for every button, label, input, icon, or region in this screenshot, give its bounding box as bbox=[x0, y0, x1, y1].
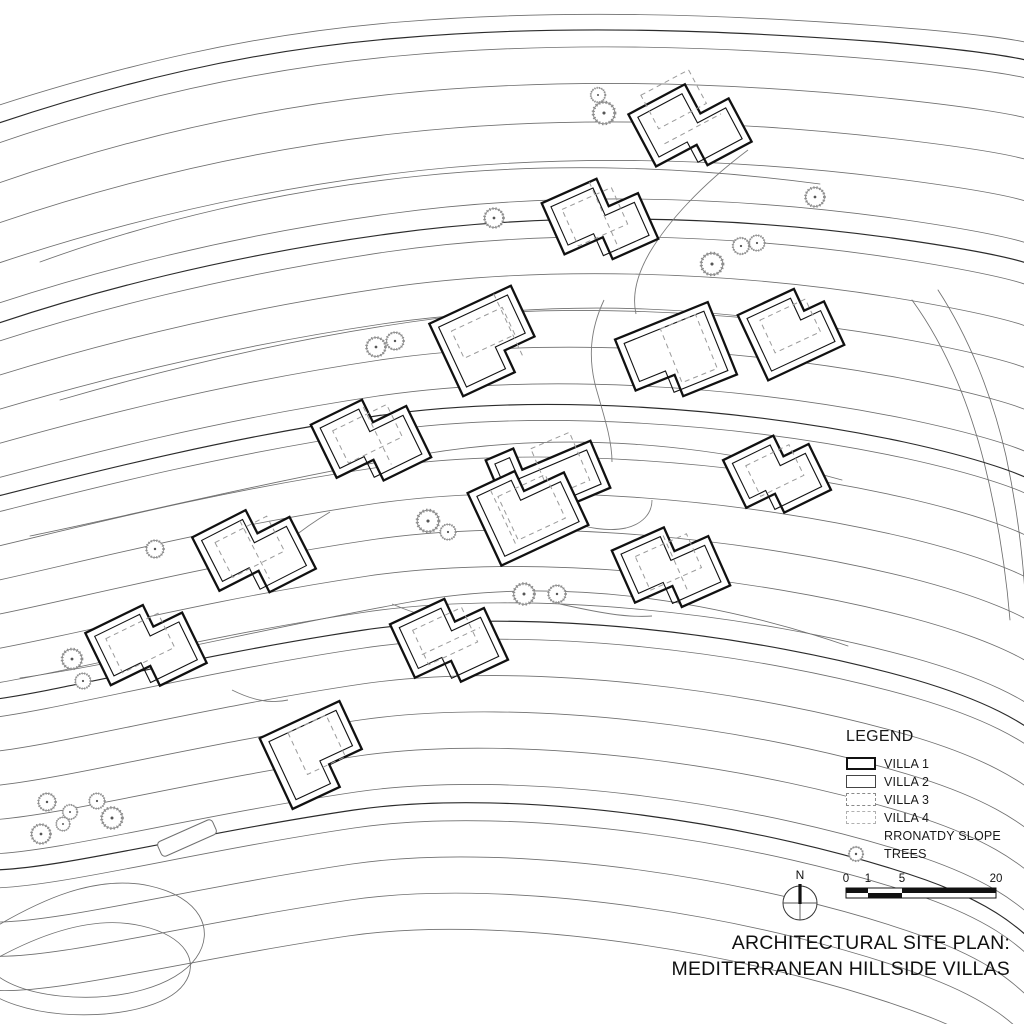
legend-item-villa-1[interactable]: VILLA 1 bbox=[846, 755, 1024, 772]
villa-footprint bbox=[540, 177, 660, 261]
villa-footprint bbox=[626, 69, 754, 168]
villa-footprint bbox=[466, 469, 590, 568]
villa-footprint bbox=[388, 597, 510, 684]
villa-2-swatch-icon bbox=[846, 775, 876, 788]
legend-item-villa-3[interactable]: VILLA 3 bbox=[846, 791, 1024, 808]
villa-4-swatch-icon bbox=[846, 811, 876, 824]
index-contour-lines bbox=[0, 29, 1024, 935]
villa-footprint bbox=[190, 508, 318, 594]
villa-footprint bbox=[309, 398, 433, 483]
legend-item-villa-2[interactable]: VILLA 2 bbox=[846, 773, 1024, 790]
scale-bar: 0 1 5 20 bbox=[843, 873, 1003, 899]
legend-item-label: VILLA 3 bbox=[884, 792, 930, 807]
terrace-pad bbox=[157, 819, 217, 857]
villa-footprint bbox=[610, 525, 732, 609]
scale-tick-label: 20 bbox=[990, 873, 1003, 885]
legend-item-label: VILLA 4 bbox=[884, 810, 930, 825]
north-and-scale: N 0 1 5 20 bbox=[778, 866, 1018, 929]
scale-tick-label: 0 bbox=[843, 873, 849, 885]
legend-item-label: RRONATDY SLOPE bbox=[884, 828, 1001, 843]
legend-item-slope[interactable]: RRONATDY SLOPE bbox=[846, 827, 1024, 844]
slope-swatch-icon bbox=[846, 829, 876, 842]
villa-3-swatch-icon bbox=[846, 793, 876, 806]
legend-item-trees[interactable]: TREES bbox=[846, 845, 1024, 862]
villa-footprints bbox=[83, 69, 846, 811]
north-label: N bbox=[796, 868, 805, 882]
villa-footprint bbox=[83, 603, 209, 688]
title-line-2: MEDITERRANEAN HILLSIDE VILLAS bbox=[671, 958, 1010, 980]
villa-footprint bbox=[427, 284, 537, 398]
villa-footprint bbox=[736, 287, 846, 382]
villa-footprint bbox=[258, 699, 364, 811]
legend-item-label: VILLA 1 bbox=[884, 756, 930, 771]
title-block: ARCHITECTURAL SITE PLAN: MEDITERRANEAN H… bbox=[672, 930, 1010, 982]
villa-1-swatch-icon bbox=[846, 757, 876, 770]
villa-footprint bbox=[613, 300, 739, 398]
legend-item-villa-4[interactable]: VILLA 4 bbox=[846, 809, 1024, 826]
legend-item-label: VILLA 2 bbox=[884, 774, 930, 789]
legend: LEGEND VILLA 1 VILLA 2 VILLA 3 VILLA 4 R… bbox=[846, 728, 1024, 863]
north-arrow-icon: N bbox=[782, 868, 818, 921]
villa-footprint bbox=[721, 434, 833, 515]
legend-item-label: TREES bbox=[884, 846, 927, 861]
scale-tick-label: 1 bbox=[865, 873, 871, 885]
title-line-1: ARCHITECTURAL SITE PLAN: bbox=[731, 932, 1010, 954]
scale-tick-label: 5 bbox=[899, 873, 905, 885]
legend-heading: LEGEND bbox=[846, 728, 914, 745]
tree-swatch-icon bbox=[846, 845, 876, 862]
